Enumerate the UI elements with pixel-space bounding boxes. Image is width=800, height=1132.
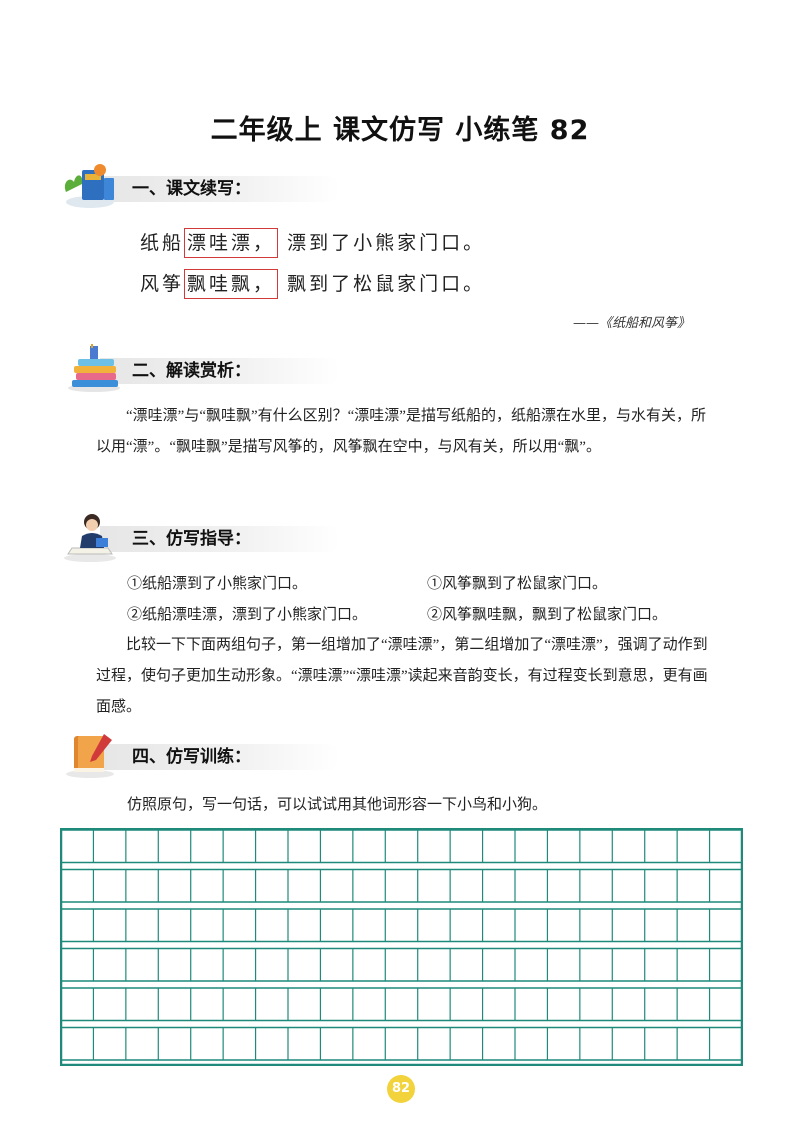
grid-row[interactable] — [61, 908, 742, 943]
guide-sentence: ②纸船漂哇漂，漂到了小熊家门口。 — [127, 607, 368, 623]
header-band — [100, 526, 340, 552]
highlight-box: 漂哇漂， — [184, 228, 279, 258]
grid-row[interactable] — [61, 987, 742, 1022]
grid-row[interactable] — [61, 947, 742, 982]
section-header-training: 四、仿写训练： — [60, 730, 740, 780]
guide-text: 比较一下下面两组句子，第一组增加了“漂哇漂”，第二组增加了“漂哇漂”，强调了动作… — [96, 637, 708, 715]
teacher-icon — [64, 514, 116, 562]
poem-line-2: 风筝飘哇飘， 飘到了松鼠家门口。 — [140, 269, 485, 299]
guide-sentence: ①纸船漂到了小熊家门口。 — [127, 576, 308, 592]
book-pen-icon — [66, 734, 114, 778]
poem-text: 纸船 — [140, 232, 185, 254]
section-title: 四、仿写训练： — [132, 747, 251, 767]
source-citation: ——《纸船和风筝》 — [572, 316, 690, 331]
poem-line-1: 纸船漂哇漂， 漂到了小熊家门口。 — [140, 228, 485, 258]
section-header-appreciation: 二、解读赏析： — [60, 344, 740, 394]
guide-sentence: ②风筝飘哇飘，飘到了松鼠家门口。 — [427, 607, 668, 623]
section-header-continuation: 一、课文续写： — [60, 162, 740, 212]
header-band — [100, 176, 340, 202]
training-prompt: 仿照原句，写一句话，可以试试用其他词形容一下小鸟和小狗。 — [127, 797, 548, 813]
guide-paragraph: 比较一下下面两组句子，第一组增加了“漂哇漂”，第二组增加了“漂哇漂”，强调了动作… — [96, 630, 708, 723]
poem-text: 飘到了松鼠家门口。 — [287, 273, 486, 295]
section-title: 二、解读赏析： — [132, 361, 251, 381]
appreciation-paragraph: “漂哇漂”与“飘哇飘”有什么区别？“漂哇漂”是描写纸船的，纸船漂在水里，与水有关… — [96, 401, 708, 463]
globe-books-icon — [64, 164, 114, 208]
page-number-badge: 82 — [387, 1075, 415, 1103]
section-title: 三、仿写指导： — [132, 529, 251, 549]
section-title: 一、课文续写： — [132, 179, 251, 199]
guide-sentence: ①风筝飘到了松鼠家门口。 — [427, 576, 608, 592]
appreciation-text: “漂哇漂”与“飘哇飘”有什么区别？“漂哇漂”是描写纸船的，纸船漂在水里，与水有关… — [96, 408, 706, 455]
books-stack-icon — [68, 344, 120, 392]
section-header-guide: 三、仿写指导： — [60, 512, 740, 562]
poem-text: 漂到了小熊家门口。 — [287, 232, 486, 254]
header-band — [100, 744, 340, 770]
page-title: 二年级上 课文仿写 小练笔 82 — [210, 115, 590, 146]
poem-text: 风筝 — [140, 273, 185, 295]
highlight-box: 飘哇飘， — [184, 269, 279, 299]
grid-row[interactable] — [61, 1026, 742, 1061]
header-band — [100, 358, 340, 384]
writing-grid[interactable] — [60, 828, 743, 1066]
grid-row[interactable] — [61, 829, 742, 864]
grid-row[interactable] — [61, 868, 742, 903]
grid-border — [60, 828, 743, 1066]
